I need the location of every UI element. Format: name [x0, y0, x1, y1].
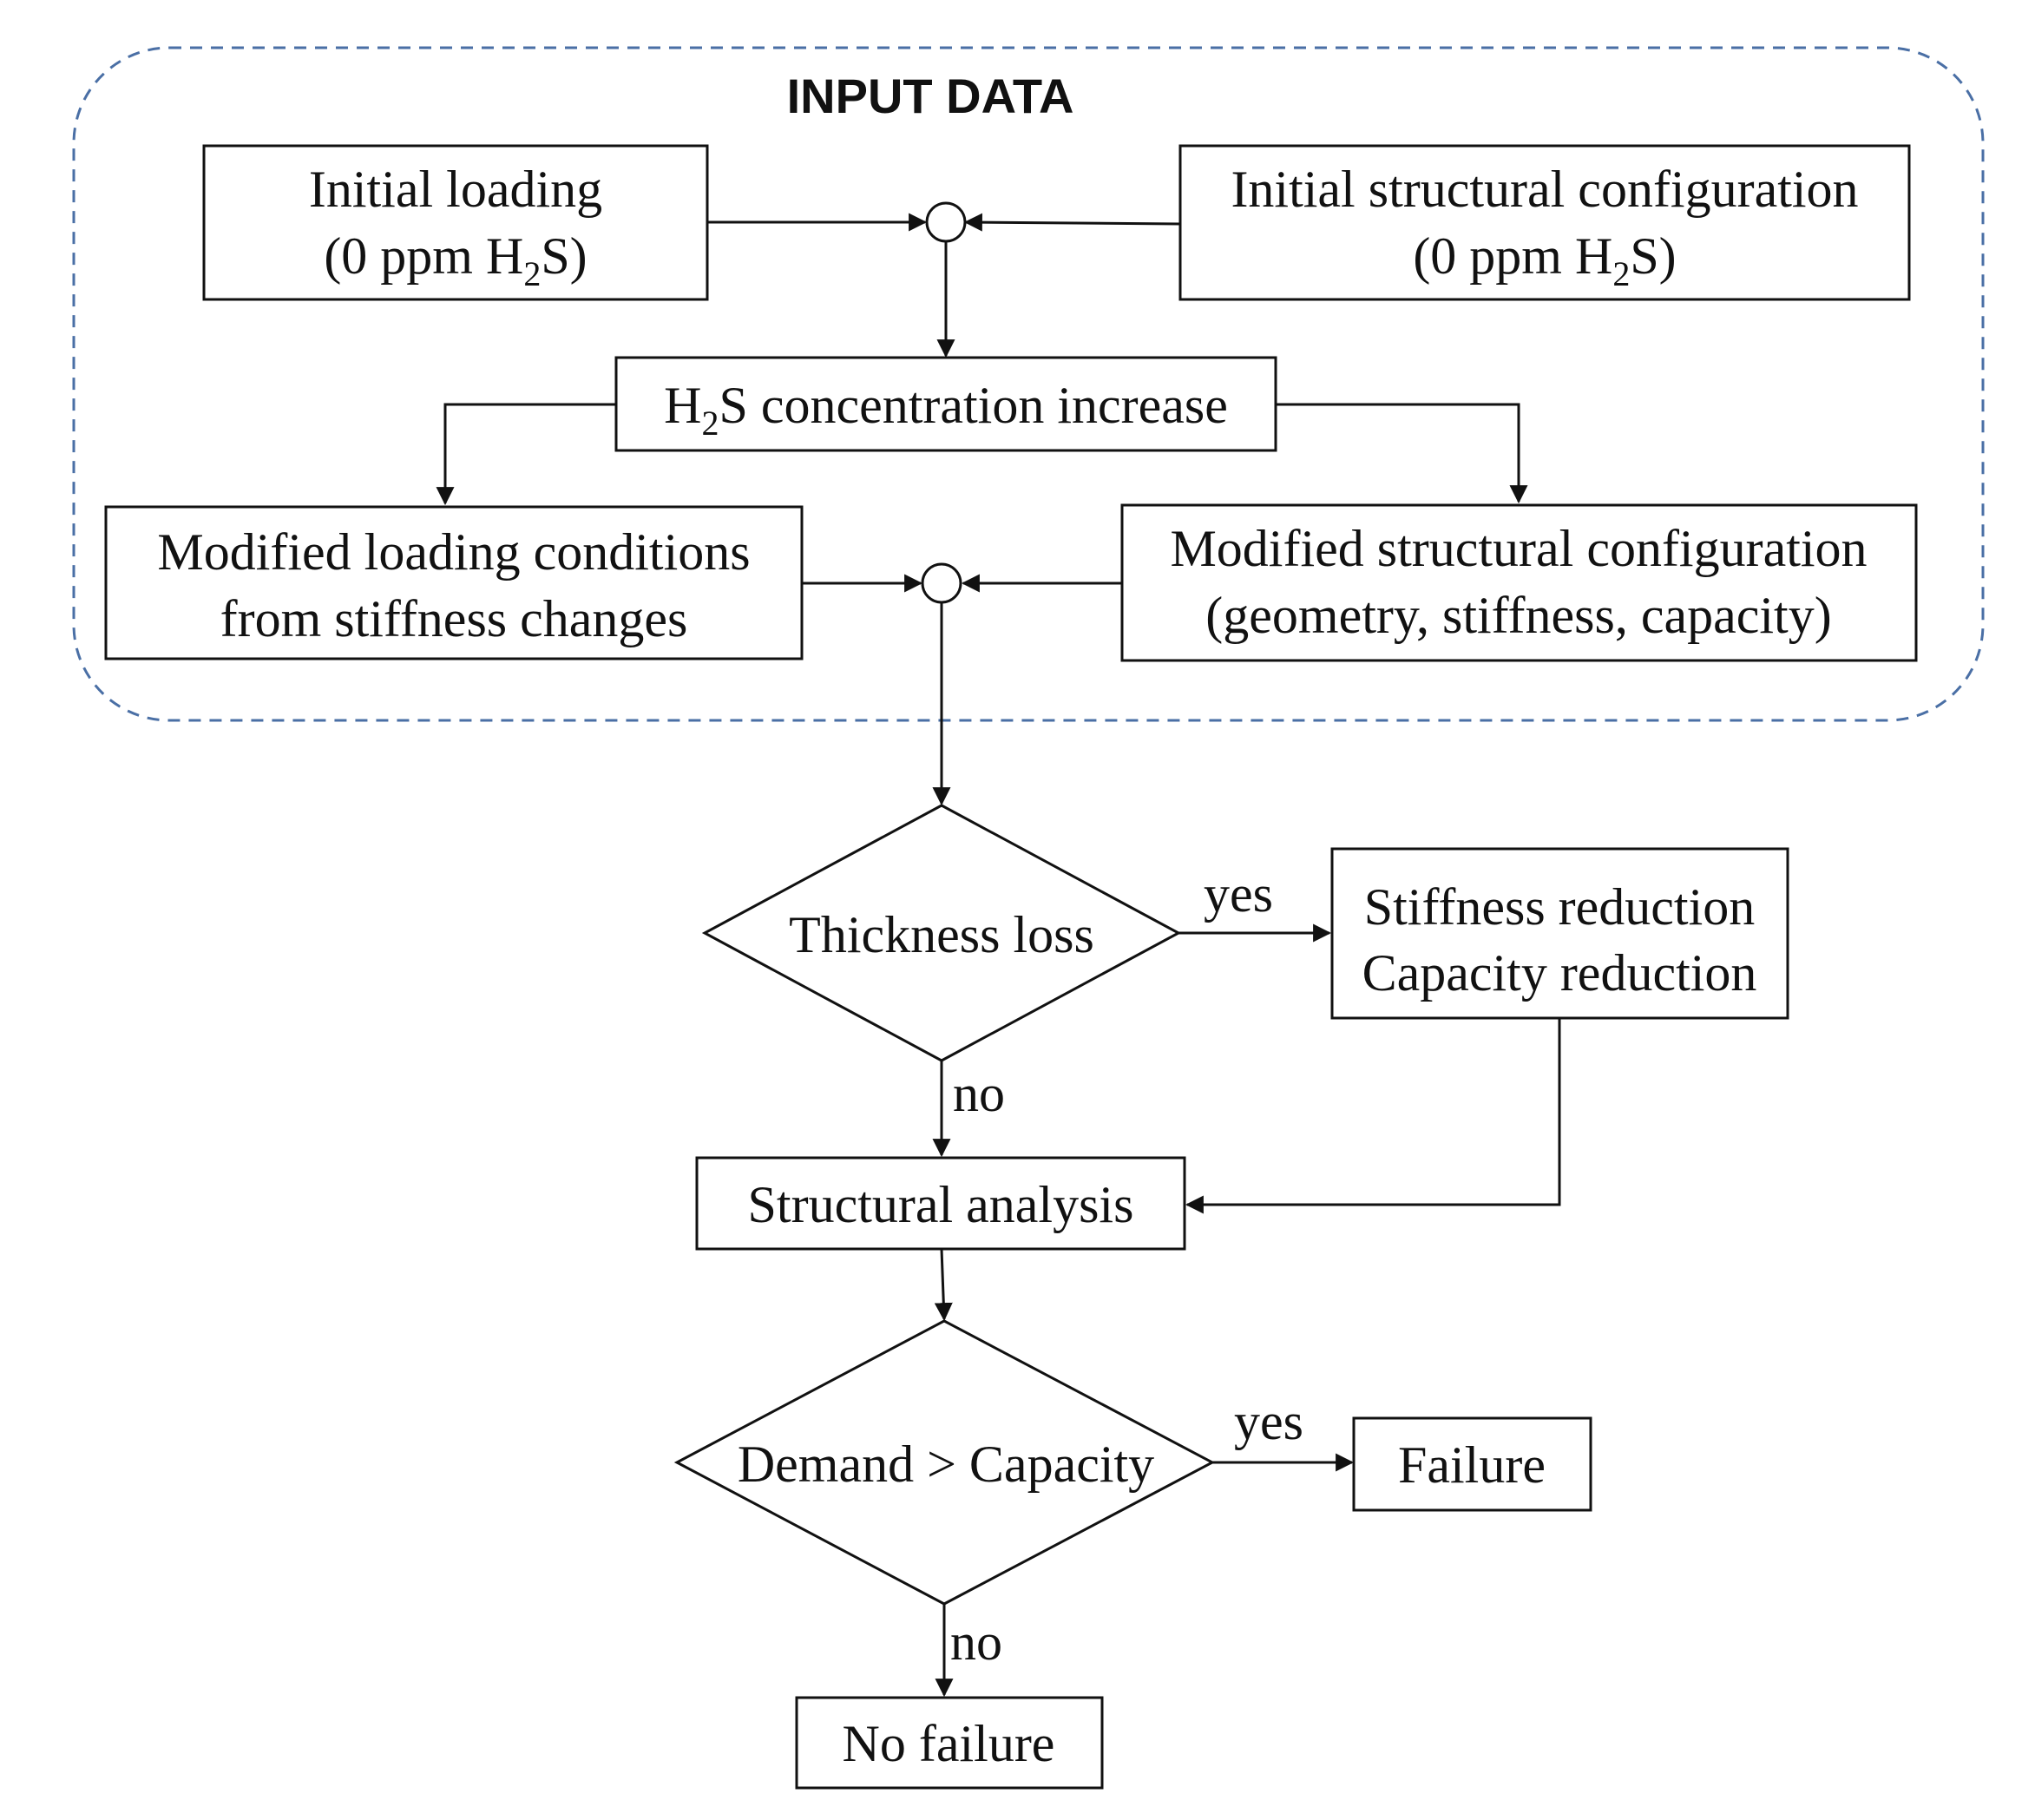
- initial-loading-line1: Initial loading: [309, 161, 602, 218]
- h2s-increase-node: H2S concentration increase: [614, 356, 1277, 452]
- initial-loading-line2: (0 ppm H2S): [324, 227, 587, 293]
- input-data-group: [72, 46, 1985, 722]
- modified-loading-line1: Modified loading conditions: [157, 523, 750, 581]
- edge-h2s-to-modified-structural: [1276, 403, 1528, 504]
- edge-reduction-to-analysis: [1185, 1018, 1561, 1214]
- modified-loading-node: Modified loading conditions from stiffne…: [104, 505, 804, 660]
- h2s-increase-label: H2S concentration increase: [664, 377, 1228, 443]
- failure-node: Failure: [1352, 1416, 1592, 1512]
- no-failure-node: No failure: [795, 1696, 1104, 1790]
- initial-loading-node: Initial loading (0 ppm H2S): [202, 144, 709, 301]
- demand-capacity-decision: Demand > Capacity: [673, 1319, 1216, 1606]
- reduction-node: Stiffness reduction Capacity reduction: [1330, 847, 1789, 1020]
- modified-loading-line2: from stiffness changes: [220, 590, 688, 647]
- demand-yes-label: yes: [1234, 1393, 1303, 1450]
- modified-structural-node: Modified structural configuration (geome…: [1120, 503, 1918, 662]
- thickness-yes-label: yes: [1204, 865, 1273, 923]
- demand-capacity-label: Demand > Capacity: [738, 1436, 1154, 1493]
- failure-label: Failure: [1398, 1436, 1546, 1494]
- modified-structural-line2: (geometry, stiffness, capacity): [1205, 587, 1831, 644]
- edge-structural-to-junction1: [963, 213, 1181, 232]
- initial-structural-node: Initial structural configuration (0 ppm …: [1178, 144, 1911, 301]
- initial-structural-line2: (0 ppm H2S): [1413, 227, 1676, 293]
- modified-structural-line1: Modified structural configuration: [1170, 520, 1867, 577]
- no-failure-label: No failure: [843, 1715, 1055, 1772]
- demand-no-label: no: [950, 1613, 1002, 1671]
- initial-structural-line1: Initial structural configuration: [1231, 161, 1858, 218]
- junction-1: [925, 201, 967, 243]
- stiffness-reduction-label: Stiffness reduction: [1364, 878, 1756, 936]
- input-data-title: INPUT DATA: [787, 69, 1074, 123]
- thickness-no-label: no: [953, 1065, 1005, 1122]
- edge-h2s-to-modified-loading: [436, 403, 616, 506]
- structural-analysis-node: Structural analysis: [695, 1156, 1186, 1251]
- thickness-loss-label: Thickness loss: [789, 906, 1094, 963]
- thickness-loss-decision: Thickness loss: [701, 804, 1182, 1062]
- structural-analysis-label: Structural analysis: [748, 1176, 1134, 1233]
- edge-analysis-to-demand: [934, 1248, 953, 1322]
- capacity-reduction-label: Capacity reduction: [1362, 944, 1757, 1002]
- junction-2: [921, 562, 962, 604]
